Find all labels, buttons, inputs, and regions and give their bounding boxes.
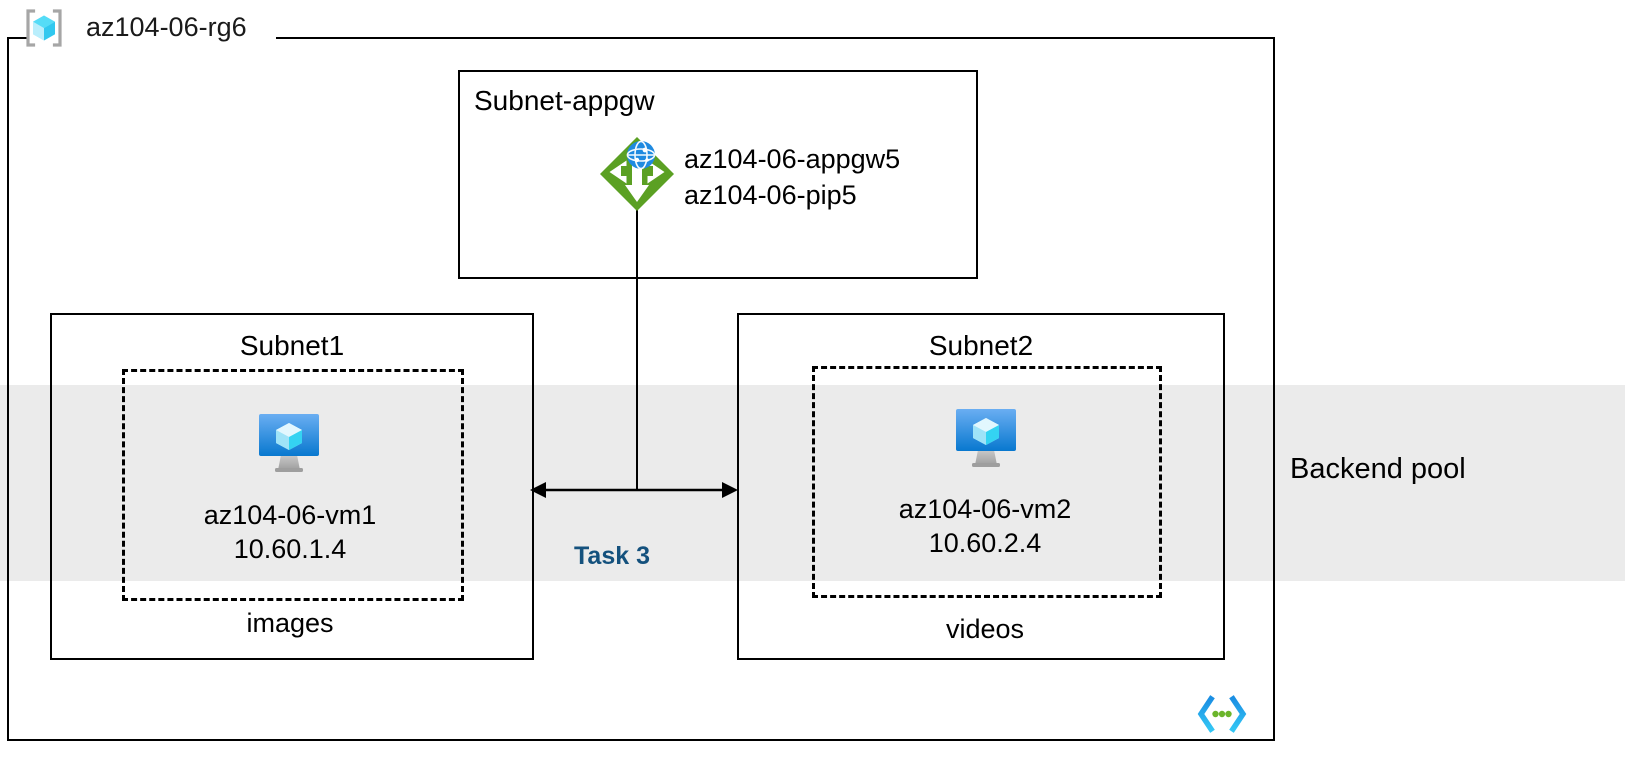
appgw-connector-line	[636, 205, 638, 491]
subnet1-vm-group	[122, 369, 464, 601]
subnet1-purpose-label: images	[246, 608, 334, 638]
backend-pool-label: Backend pool	[1290, 453, 1466, 485]
code-brackets-icon	[1196, 694, 1248, 734]
application-gateway-icon	[596, 133, 678, 215]
subnet-appgw-box: Subnet-appgw	[458, 70, 978, 279]
vm1-name: az104-06-vm1	[203, 500, 377, 530]
public-ip-name: az104-06-pip5	[684, 180, 857, 210]
resource-group-icon	[22, 6, 66, 50]
subnet2-vm-group	[812, 366, 1162, 598]
virtual-machine-icon	[950, 403, 1022, 471]
vm2-name: az104-06-vm2	[898, 494, 1072, 524]
subnet1-vm-text: az104-06-vm1 10.60.1.4	[140, 498, 440, 566]
resource-group-border-top-right	[276, 37, 1275, 39]
virtual-machine-icon	[253, 408, 325, 476]
subnet1-box: Subnet1	[50, 313, 534, 660]
subnet2-vm-text: az104-06-vm2 10.60.2.4	[835, 492, 1135, 560]
subnet1-label: Subnet1	[239, 330, 345, 361]
resource-group-name: az104-06-rg6	[86, 12, 247, 42]
resource-group-border-top-left	[7, 37, 29, 39]
subnet-traffic-arrow	[528, 474, 740, 506]
task-label: Task 3	[574, 542, 650, 570]
subnet-appgw-label: Subnet-appgw	[474, 85, 655, 116]
subnet2-box: Subnet2	[737, 313, 1225, 660]
resource-group-border-bottom	[7, 739, 1275, 741]
resource-group-border-right	[1273, 37, 1275, 741]
vm2-ip: 10.60.2.4	[928, 528, 1042, 558]
subnet2-purpose-label: videos	[945, 614, 1025, 644]
resource-group-border-left	[7, 37, 9, 741]
appgw-resource-labels: az104-06-appgw5 az104-06-pip5	[684, 141, 900, 213]
subnet2-label: Subnet2	[928, 330, 1034, 361]
vm1-ip: 10.60.1.4	[233, 534, 347, 564]
appgw-name: az104-06-appgw5	[684, 144, 901, 174]
